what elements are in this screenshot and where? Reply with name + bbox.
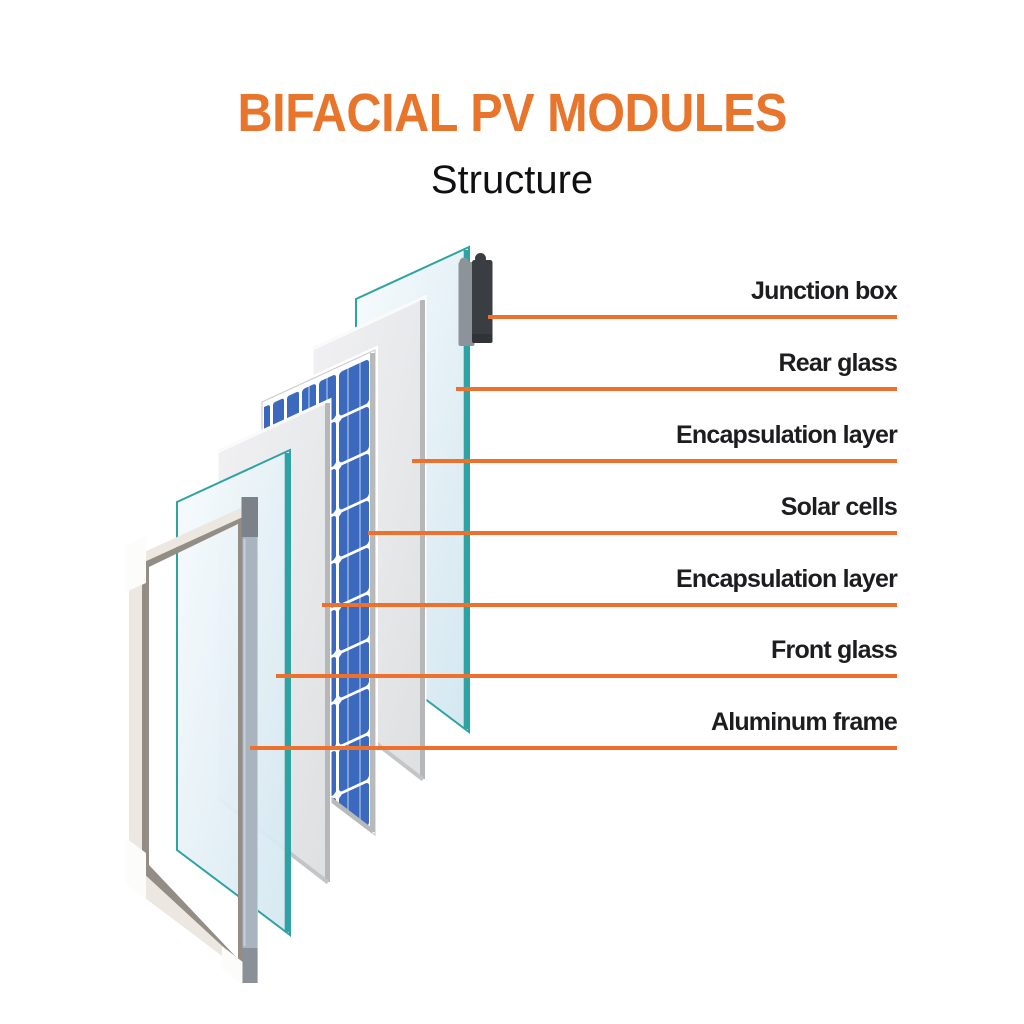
callout-solar-cells: Solar cells [368, 491, 898, 535]
page-title-text: BIFACIAL PV MODULES [237, 83, 787, 143]
frame-lining-ring [142, 516, 245, 967]
callout-label: Aluminum frame [710, 708, 898, 736]
frame-corner-bottom-left [126, 838, 146, 899]
page-title: BIFACIAL PV MODULES [0, 86, 1024, 140]
junction-box [458, 253, 493, 346]
callout-label: Junction box [751, 277, 898, 305]
callout-label: Encapsulation layer [676, 565, 898, 593]
callout-rear-encapsulation: Encapsulation layer [412, 419, 898, 463]
callout-aluminum-frame: Aluminum frame [250, 706, 898, 750]
frame-corner-top-left [126, 536, 146, 592]
aluminum-frame-layer [126, 497, 258, 986]
callout-label: Encapsulation layer [676, 421, 898, 449]
callout-front-encapsulation: Encapsulation layer [322, 563, 898, 607]
callout-junction-box: Junction box [488, 275, 898, 319]
front-glass-layer [176, 448, 291, 938]
frame-right-rail [242, 537, 258, 948]
page-subtitle: Structure [430, 158, 594, 202]
callout-label: Front glass [771, 636, 898, 664]
frame-corner-bottom-right [222, 946, 244, 986]
callout-front-glass: Front glass [276, 634, 898, 678]
frame-rail-bottom-cap [242, 948, 258, 983]
callout-rear-glass: Rear glass [456, 347, 898, 391]
callout-label: Solar cells [780, 493, 898, 521]
junction-box-front [472, 260, 493, 343]
callout-label: Rear glass [778, 349, 898, 377]
junction-box-back [458, 262, 475, 346]
frame-rail-top-cap [241, 497, 258, 537]
